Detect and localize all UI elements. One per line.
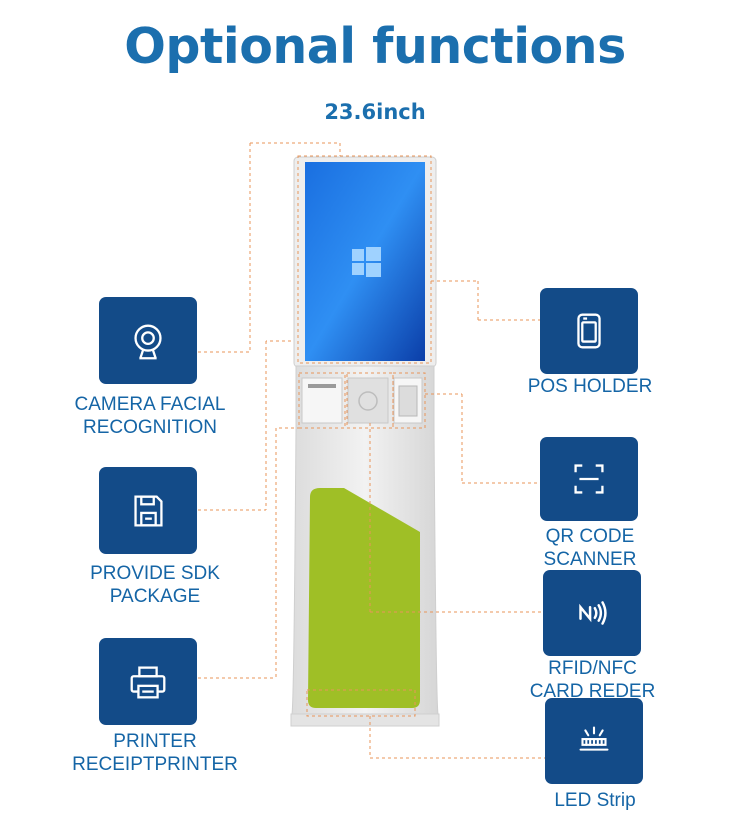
windows-logo-icon: [352, 247, 381, 277]
printer-tile: [99, 638, 197, 725]
caption-line: PROVIDE SDK: [90, 563, 220, 584]
guide-lines: [198, 142, 545, 759]
caption-line: PRINTER: [113, 731, 197, 752]
pos-holder-tile: [540, 288, 638, 374]
kiosk-screen: [305, 162, 425, 361]
led-light-icon: [579, 726, 609, 751]
led-strip-tile: [545, 698, 643, 784]
printer-icon: [130, 665, 166, 698]
sdk-package-caption: PROVIDE SDK PACKAGE: [60, 562, 250, 608]
nfc-icon: [579, 601, 607, 625]
caption-line: POS HOLDER: [527, 376, 653, 397]
card-terminal-icon: [577, 313, 601, 349]
sdk-package-tile: [99, 467, 197, 554]
printer-caption: PRINTER RECEIPTPRINTER: [50, 730, 260, 776]
pos-holder-caption: POS HOLDER: [510, 375, 670, 398]
caption-line: CAMERA FACIAL: [74, 394, 226, 415]
caption-line: SCANNER: [543, 549, 637, 570]
camera-facial-recognition-caption: CAMERA FACIAL RECOGNITION: [60, 393, 240, 439]
camera-facial-recognition-tile: [99, 297, 197, 384]
qr-scan-icon: [574, 464, 604, 494]
caption-line: RECOGNITION: [82, 417, 218, 438]
page-title: Optional functions: [124, 18, 626, 75]
kiosk-modules: [301, 377, 423, 424]
qr-code-scanner-tile: [540, 437, 638, 521]
rfid-nfc-caption: RFID/NFC CARD REDER: [500, 657, 685, 703]
caption-line: RECEIPTPRINTER: [72, 754, 238, 775]
qr-code-scanner-caption: QR CODE SCANNER: [510, 525, 670, 571]
floppy-disk-icon: [134, 494, 163, 527]
caption-line: QR CODE: [545, 526, 635, 547]
caption-line: CARD REDER: [529, 681, 656, 702]
caption-line: RFID/NFC: [548, 658, 637, 679]
caption-line: LED Strip: [554, 790, 636, 811]
led-strip-caption: LED Strip: [515, 789, 675, 812]
screen-size-label: 23.6inch: [324, 100, 426, 124]
webcam-icon: [134, 324, 162, 359]
rfid-nfc-tile: [543, 570, 641, 656]
caption-line: PACKAGE: [109, 586, 201, 607]
kiosk-side-panel: [308, 488, 420, 708]
